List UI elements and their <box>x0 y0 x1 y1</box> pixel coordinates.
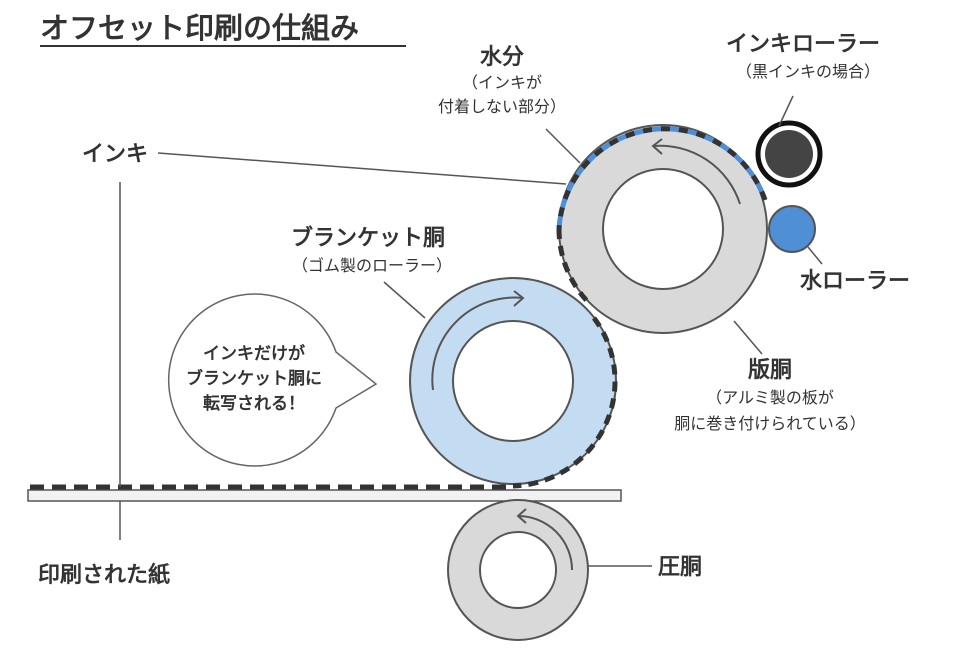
water-sub-1: （インキが <box>462 73 542 92</box>
impression-cylinder <box>447 499 589 641</box>
blanket-cylinder <box>409 277 618 489</box>
bubble-line-1: インキだけが <box>203 343 305 364</box>
ink-roller <box>755 120 823 188</box>
water-roller <box>768 205 816 253</box>
plate-sub-1: （アルミ製の板が <box>706 388 834 407</box>
ink-label: インキ <box>82 142 148 167</box>
page-title: オフセット印刷の仕組み <box>40 11 359 45</box>
paper-label: 印刷された紙 <box>38 562 170 588</box>
speech-bubble <box>168 293 378 467</box>
paper-sheet <box>27 489 622 502</box>
ink-layer-blanket <box>512 316 618 489</box>
plate-sub-2: 胴に巻き付けられている） <box>674 414 866 433</box>
bubble-line-2: ブランケット胴に <box>186 368 322 389</box>
plate-label: 版胴 <box>748 358 792 383</box>
ink-roller-sub: （黒インキの場合） <box>736 62 880 81</box>
ink-dash-upper <box>556 126 768 230</box>
water-sub-2: 付着しない部分） <box>438 97 566 116</box>
bubble-line-3: 転写される！ <box>203 393 305 414</box>
plate-cylinder <box>556 124 768 334</box>
water-label: 水分 <box>480 45 524 70</box>
blanket-sub: （ゴム製のローラー） <box>292 256 452 275</box>
rotation-arrow-icon <box>652 144 741 205</box>
impression-label: 圧胴 <box>658 555 702 580</box>
blanket-label: ブランケット胴 <box>291 225 445 251</box>
rotation-arrow-icon <box>517 515 573 571</box>
ink-layer-plate <box>556 228 590 304</box>
rotation-arrow-icon <box>431 296 524 391</box>
water-roller-label: 水ローラー <box>800 269 910 294</box>
ink-roller-label: インキローラー <box>726 32 880 57</box>
